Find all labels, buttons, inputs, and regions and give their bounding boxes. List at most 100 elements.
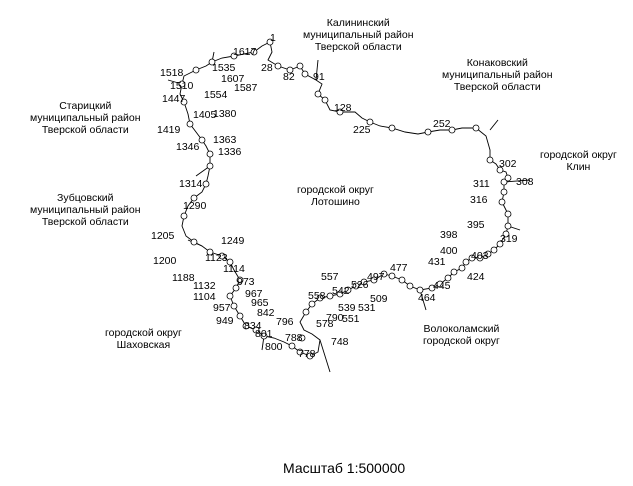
boundary-point-marker <box>490 246 498 254</box>
boundary-point-label: 801 <box>255 328 273 340</box>
boundary-point-label: 526 <box>351 279 369 291</box>
boundary-point-label: 1314 <box>179 178 203 190</box>
boundary-point-label: 788 <box>285 332 303 344</box>
boundary-point-marker <box>448 126 456 134</box>
boundary-point-marker <box>458 264 466 272</box>
boundary-point-marker <box>298 334 306 342</box>
boundary-point-marker <box>230 52 238 60</box>
boundary-point-marker <box>208 58 216 66</box>
boundary-point-marker <box>388 272 396 280</box>
boundary-point-label: 965 <box>251 297 269 309</box>
boundary-point-marker <box>314 90 322 98</box>
boundary-point-marker <box>504 210 512 218</box>
boundary-point-label: 1188 <box>172 272 195 284</box>
boundary-point-marker <box>352 282 360 290</box>
boundary-point-label: 403 <box>471 250 489 262</box>
boundary-point-marker <box>436 280 444 288</box>
scale-label: Масштаб 1:500000 <box>283 460 406 476</box>
boundary-point-marker <box>500 188 508 196</box>
boundary-point-label: 531 <box>358 302 376 314</box>
boundary-point-marker <box>388 124 396 132</box>
boundary-point-label: 1510 <box>170 80 194 92</box>
boundary-point-label: 477 <box>390 262 408 274</box>
boundary-point-marker <box>336 108 344 116</box>
boundary-point-marker <box>296 348 304 356</box>
boundary-point-label: 316 <box>470 194 488 206</box>
boundary-point-marker <box>288 342 296 350</box>
boundary-point-label: 1380 <box>213 108 237 120</box>
boundary-point-marker <box>306 352 314 360</box>
boundary-point-label: 834 <box>244 320 262 332</box>
boundary-point-marker <box>500 178 508 186</box>
boundary-point-label: 551 <box>342 313 360 325</box>
boundary-point-marker <box>180 212 188 220</box>
boundary-point-label: 128 <box>334 102 352 114</box>
boundary-point-label: 91 <box>313 71 325 83</box>
boundary-point-label: 445 <box>433 280 451 292</box>
boundary-point-marker <box>198 136 206 144</box>
neighbour-boundary <box>315 59 319 81</box>
neighbour-boundary <box>489 119 499 131</box>
boundary-point-label: 302 <box>499 158 517 170</box>
boundary-point-marker <box>472 124 480 132</box>
boundary-point-label: 949 <box>216 315 234 327</box>
boundary-point-label: 1554 <box>204 89 228 101</box>
boundary-point-label: 1123 <box>205 252 228 264</box>
boundary-point-marker <box>424 128 432 136</box>
boundary-point-label: 542 <box>332 285 350 297</box>
boundary-point-marker <box>206 248 214 256</box>
boundary-point-marker <box>226 292 234 300</box>
boundary-point-marker <box>484 250 492 258</box>
boundary-point-marker <box>286 66 294 74</box>
boundary-point-marker <box>504 222 512 230</box>
boundary-point-marker <box>370 276 378 284</box>
boundary-point-label: 796 <box>276 316 294 328</box>
boundary-point-marker <box>326 292 334 300</box>
boundary-point-label: 225 <box>353 124 371 136</box>
boundary-point-label: 842 <box>257 307 275 319</box>
boundary-point-marker <box>250 48 258 56</box>
boundary-point-marker <box>428 284 436 292</box>
boundary-point-marker <box>242 322 250 330</box>
boundary-point-marker <box>504 174 512 182</box>
boundary-point-label: 790 <box>326 312 344 324</box>
boundary-point-marker <box>502 230 510 238</box>
neighbour-boundary <box>319 339 331 373</box>
boundary-point-label: 1336 <box>218 146 242 158</box>
boundary-point-marker <box>192 66 200 74</box>
boundary-point-marker <box>462 258 470 266</box>
boundary-point-label: 1419 <box>157 124 181 136</box>
boundary-point-label: 1587 <box>234 82 258 94</box>
boundary-point-label: 1205 <box>151 230 175 242</box>
boundary-point-marker <box>226 258 234 266</box>
boundary-point-marker <box>336 290 344 298</box>
boundary-point-marker <box>496 240 504 248</box>
boundary-point-label: 431 <box>428 256 446 268</box>
boundary-point-marker <box>252 326 260 334</box>
boundary-point-label: 424 <box>467 271 485 283</box>
neighbour-boundary <box>419 289 427 311</box>
boundary-point-marker <box>406 282 414 290</box>
boundary-point-label: 1 <box>270 32 276 44</box>
boundary-point-label: 395 <box>467 219 485 231</box>
boundary-point-label: 1518 <box>160 67 184 79</box>
boundary-point-marker <box>496 166 504 174</box>
boundary-point-marker <box>296 62 304 70</box>
boundary-point-marker <box>398 276 406 284</box>
boundary-point-marker <box>308 300 316 308</box>
boundary-point-label: 957 <box>213 302 231 314</box>
boundary-point-marker <box>476 254 484 262</box>
boundary-point-marker <box>450 268 458 276</box>
boundary-point-marker <box>416 286 424 294</box>
boundary-point-marker <box>186 120 194 128</box>
boundary-point-label: 800 <box>265 341 283 353</box>
boundary-point-label: 539 <box>338 302 356 314</box>
boundary-point-label: 464 <box>418 292 436 304</box>
boundary-point-label: 1535 <box>212 62 236 74</box>
boundary-point-marker <box>202 180 210 188</box>
